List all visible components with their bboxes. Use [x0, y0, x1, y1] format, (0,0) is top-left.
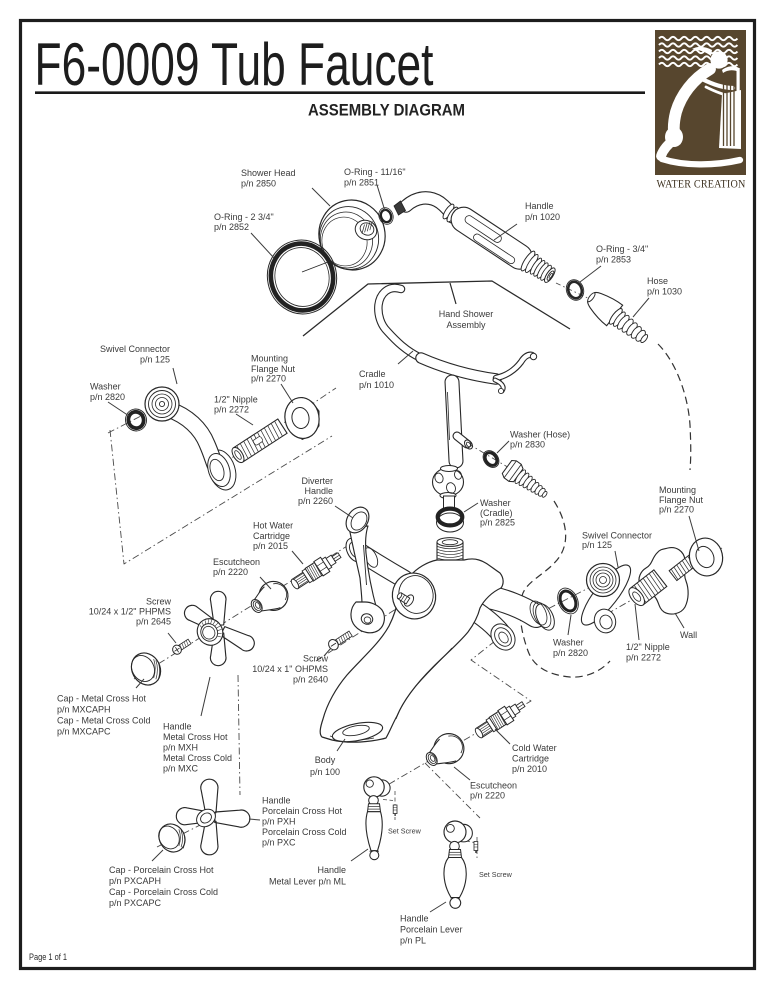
svg-text:Porcelain Lever: Porcelain Lever [400, 925, 463, 935]
svg-text:p/n 2272: p/n 2272 [626, 653, 661, 663]
svg-text:Page 1 of 1: Page 1 of 1 [29, 952, 67, 962]
svg-text:Washer: Washer [90, 382, 121, 392]
svg-text:p/n PXC: p/n PXC [262, 838, 296, 848]
svg-text:p/n 2270: p/n 2270 [251, 374, 286, 384]
svg-text:Set Screw: Set Screw [388, 827, 422, 836]
svg-text:p/n 2010: p/n 2010 [512, 764, 547, 774]
svg-text:(Cradle): (Cradle) [480, 508, 513, 518]
svg-text:p/n 100: p/n 100 [310, 767, 340, 777]
svg-text:p/n 1030: p/n 1030 [647, 287, 682, 297]
svg-text:p/n PXH: p/n PXH [262, 817, 296, 827]
svg-text:p/n 125: p/n 125 [140, 355, 170, 365]
svg-text:p/n 2272: p/n 2272 [214, 405, 249, 415]
svg-text:WATER CREATION: WATER CREATION [657, 179, 746, 191]
svg-text:Washer: Washer [553, 638, 584, 648]
svg-text:Mounting: Mounting [659, 485, 696, 495]
svg-text:Cartridge: Cartridge [253, 531, 290, 541]
svg-text:Metal Cross Hot: Metal Cross Hot [163, 732, 228, 742]
svg-text:Flange Nut: Flange Nut [659, 495, 704, 505]
svg-text:p/n MXCAPC: p/n MXCAPC [57, 727, 111, 737]
svg-text:Flange Nut: Flange Nut [251, 364, 296, 374]
svg-text:Screw: Screw [303, 654, 329, 664]
svg-text:Cap - Porcelain Cross Hot: Cap - Porcelain Cross Hot [109, 865, 214, 875]
svg-text:10/24 x 1/2" PHPMS: 10/24 x 1/2" PHPMS [89, 607, 171, 617]
svg-text:p/n MXC: p/n MXC [163, 764, 199, 774]
svg-text:Diverter: Diverter [301, 476, 333, 486]
svg-text:Shower Head: Shower Head [241, 168, 296, 178]
svg-text:F6-0009 Tub Faucet: F6-0009 Tub Faucet [35, 31, 434, 98]
svg-text:Set Screw: Set Screw [479, 870, 513, 879]
svg-text:p/n 2853: p/n 2853 [596, 255, 631, 265]
svg-text:O-Ring - 2 3/4": O-Ring - 2 3/4" [214, 212, 274, 222]
svg-text:Cradle: Cradle [359, 369, 386, 379]
svg-text:p/n 1020: p/n 1020 [525, 212, 560, 222]
svg-text:Washer: Washer [480, 498, 511, 508]
svg-text:Handle: Handle [304, 486, 333, 496]
svg-text:p/n 2220: p/n 2220 [213, 567, 248, 577]
svg-text:Swivel Connector: Swivel Connector [582, 531, 652, 541]
svg-text:p/n 2820: p/n 2820 [90, 392, 125, 402]
svg-text:Handle: Handle [400, 914, 429, 924]
svg-text:Escutcheon: Escutcheon [213, 557, 260, 567]
svg-text:Porcelain Cross Cold: Porcelain Cross Cold [262, 827, 347, 837]
svg-text:Assembly: Assembly [446, 320, 486, 330]
svg-text:Cold Water: Cold Water [512, 743, 557, 753]
svg-text:p/n 2640: p/n 2640 [293, 675, 328, 685]
svg-text:p/n 2851: p/n 2851 [344, 178, 379, 188]
svg-text:10/24 x 1" OHPMS: 10/24 x 1" OHPMS [252, 664, 328, 674]
svg-text:Hose: Hose [647, 276, 668, 286]
svg-text:Hand Shower: Hand Shower [439, 309, 494, 319]
svg-text:O-Ring - 3/4": O-Ring - 3/4" [596, 244, 648, 254]
svg-text:p/n 2820: p/n 2820 [553, 648, 588, 658]
svg-text:ASSEMBLY DIAGRAM: ASSEMBLY DIAGRAM [308, 101, 465, 120]
svg-text:Washer (Hose): Washer (Hose) [510, 430, 570, 440]
svg-text:Cartridge: Cartridge [512, 754, 549, 764]
svg-text:p/n 2852: p/n 2852 [214, 222, 249, 232]
svg-text:p/n 125: p/n 125 [582, 540, 612, 550]
svg-text:1/2" Nipple: 1/2" Nipple [626, 642, 670, 652]
svg-text:Wall: Wall [680, 630, 697, 640]
svg-text:p/n 2220: p/n 2220 [470, 791, 505, 801]
svg-text:p/n 1010: p/n 1010 [359, 380, 394, 390]
svg-text:Screw: Screw [146, 597, 172, 607]
svg-text:p/n 2260: p/n 2260 [298, 496, 333, 506]
svg-text:p/n 2015: p/n 2015 [253, 541, 288, 551]
svg-text:Swivel Connector: Swivel Connector [100, 344, 170, 354]
svg-text:Escutcheon: Escutcheon [470, 781, 517, 791]
svg-text:Metal Lever p/n ML: Metal Lever p/n ML [269, 877, 346, 887]
svg-text:Handle: Handle [262, 796, 291, 806]
svg-text:Hot Water: Hot Water [253, 521, 293, 531]
svg-text:p/n MXH: p/n MXH [163, 743, 198, 753]
svg-text:Cap - Porcelain Cross Cold: Cap - Porcelain Cross Cold [109, 887, 218, 897]
svg-text:Handle: Handle [163, 722, 192, 732]
svg-text:p/n 2825: p/n 2825 [480, 518, 515, 528]
svg-text:p/n PXCAPC: p/n PXCAPC [109, 898, 162, 908]
svg-text:Body: Body [315, 755, 336, 765]
svg-text:1/2" Nipple: 1/2" Nipple [214, 395, 258, 405]
svg-text:O-Ring - 11/16": O-Ring - 11/16" [344, 167, 406, 177]
svg-text:Porcelain Cross Hot: Porcelain Cross Hot [262, 806, 343, 816]
svg-text:p/n 2830: p/n 2830 [510, 440, 545, 450]
svg-text:p/n 2270: p/n 2270 [659, 505, 694, 515]
svg-text:p/n PL: p/n PL [400, 936, 426, 946]
svg-text:p/n 2850: p/n 2850 [241, 179, 276, 189]
svg-text:Cap - Metal Cross Cold: Cap - Metal Cross Cold [57, 716, 151, 726]
svg-text:Metal Cross Cold: Metal Cross Cold [163, 753, 232, 763]
svg-text:p/n PXCAPH: p/n PXCAPH [109, 876, 161, 886]
svg-text:Cap - Metal Cross Hot: Cap - Metal Cross Hot [57, 694, 147, 704]
svg-text:p/n MXCAPH: p/n MXCAPH [57, 705, 111, 715]
svg-text:Handle: Handle [525, 201, 554, 211]
svg-text:Handle: Handle [317, 865, 346, 875]
svg-text:Mounting: Mounting [251, 354, 288, 364]
svg-text:p/n 2645: p/n 2645 [136, 617, 171, 627]
